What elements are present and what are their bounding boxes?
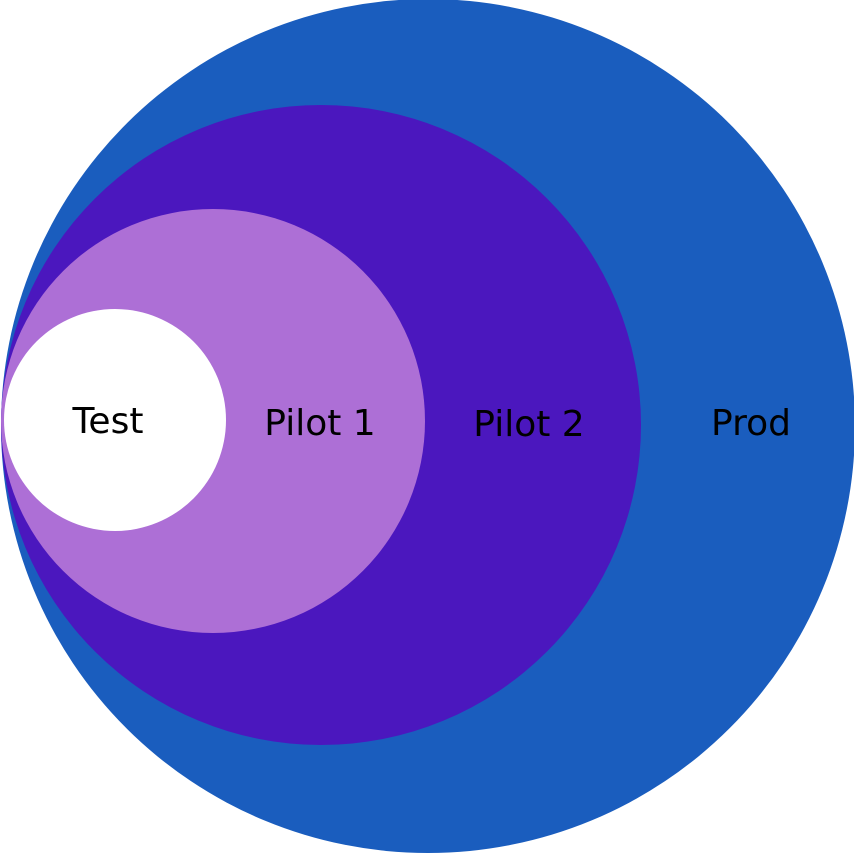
label-test: Test xyxy=(72,401,144,442)
ring-test xyxy=(4,309,226,531)
label-prod: Prod xyxy=(711,403,791,444)
label-pilot-1: Pilot 1 xyxy=(264,403,375,444)
label-pilot-2: Pilot 2 xyxy=(473,404,584,445)
